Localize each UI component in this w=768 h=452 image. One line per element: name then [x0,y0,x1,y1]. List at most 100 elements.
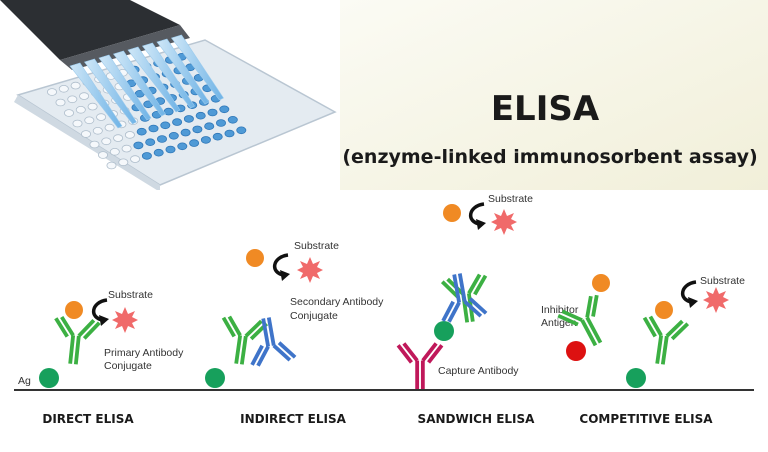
well [130,155,141,163]
substrate-star-icon [112,307,138,333]
direct-elisa-panel: Ag Substrate Primary Antibody Conjugate … [18,289,184,426]
well [75,106,86,114]
well [200,136,211,144]
reaction-arrow-icon [91,298,111,328]
pipette-tip [83,58,137,125]
secondary-antibody-label-2: Conjugate [290,310,338,322]
microplate-photo [0,0,337,190]
well [156,135,167,143]
well [109,148,120,156]
pipette-tip [69,62,123,129]
well [172,118,183,126]
well [219,105,230,114]
secondary-antibody-label: Secondary Antibody [290,296,384,308]
antigen [205,368,225,388]
primary-antibody [49,314,102,369]
antigen [434,321,454,341]
substrate-label: Substrate [294,240,339,252]
well [118,158,129,167]
page-subtitle: (enzyme-linked immunosorbent assay) [342,146,757,168]
panel-title-competitive: COMPETITIVE ELISA [579,412,713,426]
primary-antibody-label: Primary Antibody [104,347,184,359]
indirect-elisa-panel: Substrate Secondary Antibody Conjugate I… [205,240,384,426]
well [207,108,218,117]
ag-label: Ag [18,375,31,387]
banner: ELISA (enzyme-linked immunosorbent assay… [0,0,768,190]
well [70,81,81,90]
antigen [39,368,59,388]
panel-title-direct: DIRECT ELISA [42,412,134,426]
well [180,128,191,137]
well [87,102,98,111]
well [89,140,100,149]
well [55,98,66,107]
well [101,137,112,146]
enzyme-circle [655,301,673,319]
well [141,152,152,160]
well [192,125,203,134]
well [58,85,69,93]
pipette-tip [170,34,224,101]
multichannel-pipette [0,0,180,60]
secondary-antibody [242,312,298,369]
reaction-arrow-icon [272,253,292,283]
substrate-label: Substrate [488,193,533,205]
pipette-tip [98,54,152,121]
substrate-star-icon [703,287,729,313]
well [212,132,223,141]
well [72,119,83,128]
well [160,121,171,130]
sandwich-elisa-panel: Substrate Capture Antibody SANDWICH ELIS… [396,193,535,426]
well [236,126,247,135]
well [64,109,75,117]
pipette-tips [69,34,224,129]
well [153,148,164,157]
well [104,123,115,132]
well [215,119,226,127]
reaction-arrow-icon [680,280,700,310]
well [106,161,117,170]
panel-title-indirect: INDIRECT ELISA [240,412,346,426]
well [133,141,144,150]
primary-antibody-label-2: Conjugate [104,360,152,372]
well [148,124,159,133]
reaction-arrow-icon [468,202,488,232]
bound-antibody [636,313,690,369]
well [189,139,200,147]
substrate-label: Substrate [108,289,153,301]
enzyme-circle [592,274,610,292]
capture-antibody-label: Capture Antibody [438,365,519,377]
well [81,130,92,138]
page-title: ELISA [491,89,600,129]
well [168,132,179,140]
capture-antibody [396,341,444,391]
well [136,127,147,136]
substrate-label: Substrate [700,275,745,287]
pipette-tip [112,50,166,117]
elisa-diagram: Ag Substrate Primary Antibody Conjugate … [14,193,754,426]
well [92,127,103,135]
well [227,116,238,124]
well [98,151,109,159]
well [121,144,132,153]
enzyme-circle [246,249,264,267]
enzyme-circle [65,301,83,319]
inhibitor-antigen [566,341,586,361]
well [195,111,206,120]
well [79,92,90,100]
well [224,129,235,138]
well [183,115,194,123]
substrate-star-icon [491,209,517,235]
well [145,138,156,147]
substrate-star-icon [297,257,323,283]
well [165,145,176,154]
well [84,116,95,125]
well [96,113,107,121]
well [47,88,58,96]
well [204,122,215,130]
pipette-tip [141,42,195,109]
pipette-tip [127,46,181,113]
enzyme-circle [443,204,461,222]
title-panel-background [340,0,768,190]
